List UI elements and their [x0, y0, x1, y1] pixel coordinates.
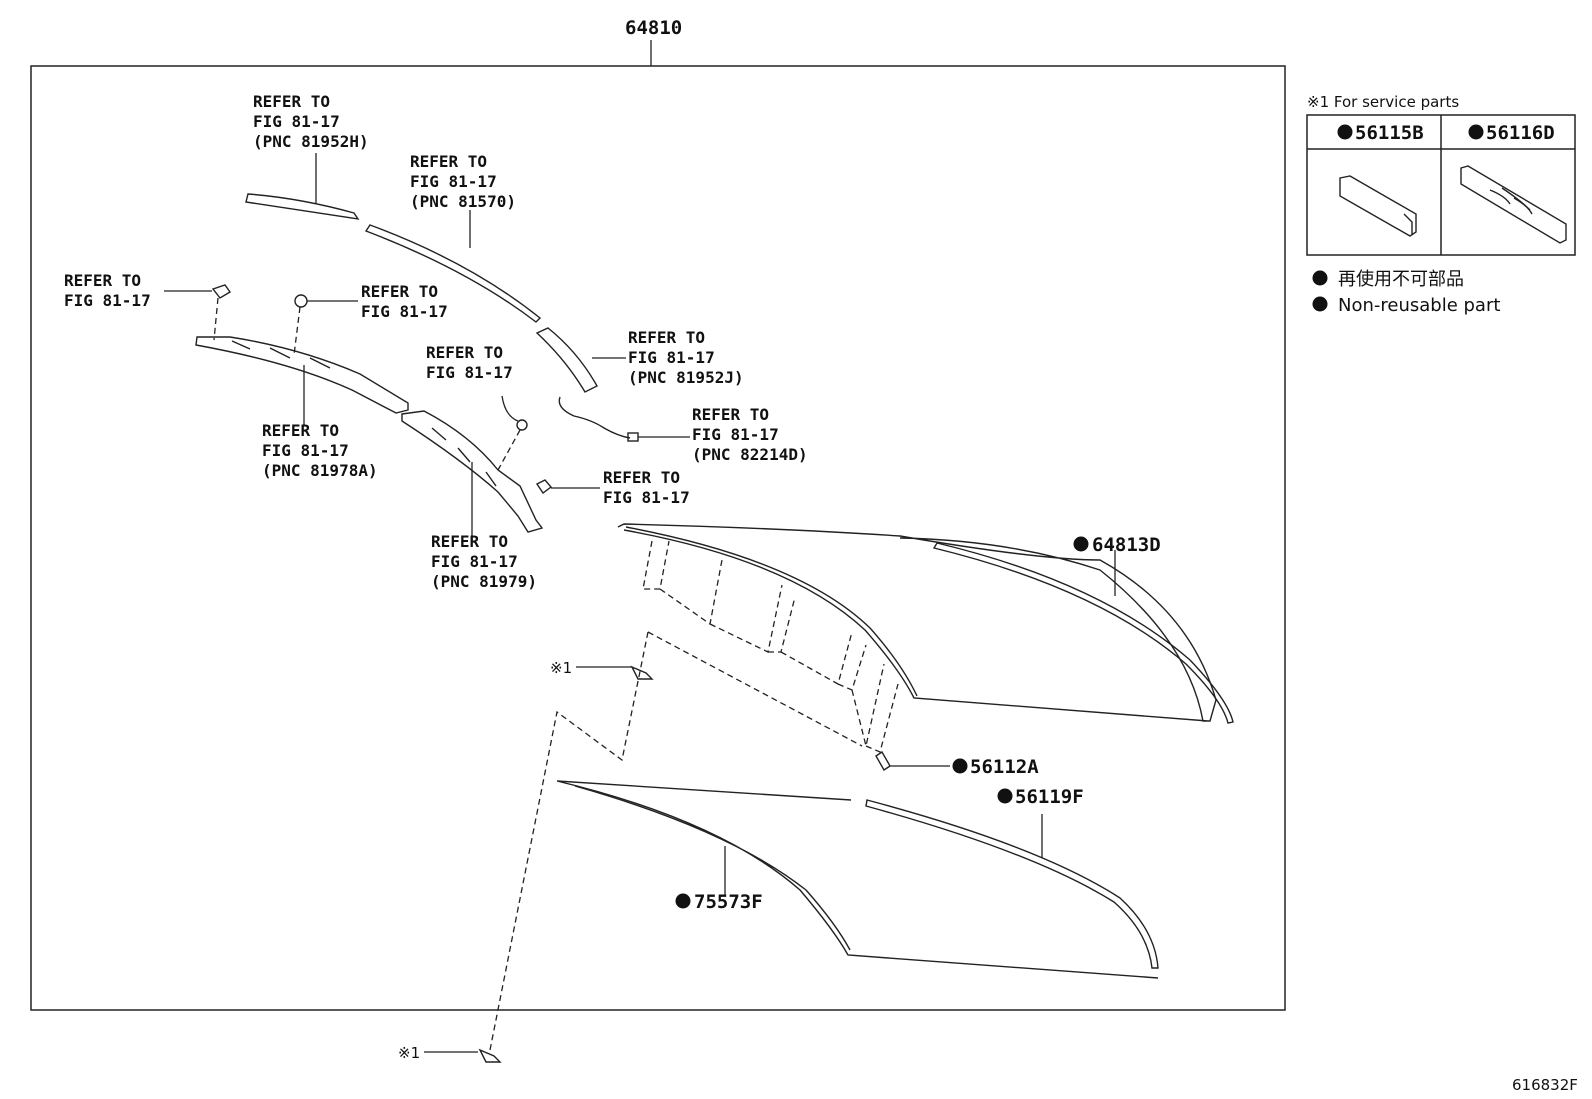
part-75573f-number: 75573F: [694, 891, 763, 913]
assembly-part-number[interactable]: 64810: [625, 17, 682, 39]
adhesive-dam-dashes: [642, 540, 899, 753]
callout-c7[interactable]: REFER TO FIG 81-17 (PNC 82214D): [692, 405, 808, 464]
part-64813d-number: 64813D: [1092, 534, 1161, 556]
callout-c9[interactable]: REFER TO FIG 81-17: [603, 468, 690, 507]
roof-molding-rear-piece: [535, 327, 598, 393]
roof-rail-bracket-rear: [401, 410, 544, 533]
callout-c1-line1: REFER TO: [253, 92, 330, 111]
callout-c2[interactable]: REFER TO FIG 81-17 (PNC 81570): [410, 152, 516, 211]
callout-c6-line2: FIG 81-17: [426, 363, 513, 382]
service-part-dash-upper: [489, 631, 649, 1051]
service-box-heading: ※1 For service parts: [1307, 93, 1459, 111]
non-reusable-dot-icon: [952, 758, 968, 774]
roof-rail-bracket-front: [195, 336, 409, 414]
service-part-56115b[interactable]: 56115B: [1337, 122, 1424, 144]
callout-c1-line2: FIG 81-17: [253, 112, 340, 131]
non-reusable-dot-icon: [675, 893, 691, 909]
main-frame: [30, 65, 1286, 1011]
callout-c2-line1: REFER TO: [410, 152, 487, 171]
back-window-lower: [556, 780, 1159, 979]
back-window-glass: [617, 523, 1217, 722]
service-part-56115b-number: 56115B: [1355, 122, 1424, 144]
part-label-64813d[interactable]: 64813D: [1073, 534, 1161, 556]
clip-left-dash: [213, 297, 219, 341]
roof-molding-front-piece: [245, 193, 360, 220]
non-reusable-dot-icon: [997, 788, 1013, 804]
part-label-75573f[interactable]: 75573F: [675, 891, 763, 913]
molding-56119f: [865, 799, 1159, 969]
callout-c3-line1: REFER TO: [64, 271, 141, 290]
non-reusable-dot-icon: [1073, 536, 1089, 552]
part-56112a-number: 56112A: [970, 756, 1039, 778]
callout-c5[interactable]: REFER TO FIG 81-17 (PNC 81952J): [628, 328, 744, 387]
callout-c1-line3: (PNC 81952H): [253, 132, 369, 151]
clip-lower: [535, 479, 553, 495]
glass-inner-outline: [625, 526, 918, 697]
non-reusable-dot-icon: [1312, 296, 1328, 312]
callout-c5-line2: FIG 81-17: [628, 348, 715, 367]
service-part-clip-upper: [630, 665, 654, 680]
spacer-56112a: [875, 751, 891, 771]
callout-c10-line3: (PNC 81979): [431, 572, 537, 591]
legend-english: Non-reusable part: [1338, 295, 1500, 316]
callout-c9-line1: REFER TO: [603, 468, 680, 487]
service-part-56115b-drawing: [1339, 175, 1417, 237]
clip-right-dash: [497, 429, 521, 471]
non-reusable-dot-icon: [1468, 124, 1484, 140]
non-reusable-dot-icon: [1312, 270, 1328, 286]
callout-c8-line1: REFER TO: [262, 421, 339, 440]
callout-c6-leader: [501, 395, 519, 422]
service-part-clip-lower: [478, 1048, 502, 1063]
clip-center-dash: [293, 306, 301, 356]
callout-c8-line2: FIG 81-17: [262, 441, 349, 460]
non-reusable-dot-icon: [1337, 124, 1353, 140]
callout-c4-line1: REFER TO: [361, 282, 438, 301]
callout-c7-line1: REFER TO: [692, 405, 769, 424]
service-part-56116d-number: 56116D: [1486, 122, 1555, 144]
callout-c1[interactable]: REFER TO FIG 81-17 (PNC 81952H): [253, 92, 369, 151]
clip-left: [211, 284, 232, 299]
callout-c10[interactable]: REFER TO FIG 81-17 (PNC 81979): [431, 532, 537, 591]
clip-right: [516, 419, 528, 431]
figure-code: 616832F: [1512, 1076, 1578, 1094]
callout-c4[interactable]: REFER TO FIG 81-17: [361, 282, 448, 321]
part-label-56119f[interactable]: 56119F: [997, 786, 1084, 808]
callout-c6-line1: REFER TO: [426, 343, 503, 362]
part-56119f-number: 56119F: [1015, 786, 1084, 808]
clip-center: [294, 294, 308, 308]
legend-japanese: 再使用不可部品: [1338, 269, 1464, 290]
roof-molding-center-piece: [364, 224, 542, 323]
molding-64813d: [932, 542, 1234, 724]
callout-c4-line2: FIG 81-17: [361, 302, 448, 321]
ref-mark-upper[interactable]: ※1: [550, 659, 572, 677]
callout-c5-line3: (PNC 81952J): [628, 368, 744, 387]
ref-mark-lower[interactable]: ※1: [398, 1044, 420, 1062]
callout-c5-line1: REFER TO: [628, 328, 705, 347]
callout-c10-line1: REFER TO: [431, 532, 508, 551]
part-label-56112a[interactable]: 56112A: [952, 756, 1040, 778]
callout-c10-line2: FIG 81-17: [431, 552, 518, 571]
callout-c6[interactable]: REFER TO FIG 81-17: [426, 343, 513, 382]
wire-harness: [558, 396, 631, 439]
legend: 再使用不可部品 Non-reusable part: [1312, 269, 1500, 316]
callout-c7-line2: FIG 81-17: [692, 425, 779, 444]
callout-c8[interactable]: REFER TO FIG 81-17 (PNC 81978A): [262, 421, 378, 480]
callout-c8-line3: (PNC 81978A): [262, 461, 378, 480]
callout-c9-line2: FIG 81-17: [603, 488, 690, 507]
callout-c7-line3: (PNC 82214D): [692, 445, 808, 464]
service-part-56116d[interactable]: 56116D: [1468, 122, 1555, 144]
callout-c3-line2: FIG 81-17: [64, 291, 151, 310]
callout-c2-line2: FIG 81-17: [410, 172, 497, 191]
callout-c2-line3: (PNC 81570): [410, 192, 516, 211]
harness-connector: [627, 432, 639, 442]
service-part-56116d-drawing: [1460, 165, 1567, 244]
callout-c3[interactable]: REFER TO FIG 81-17: [64, 271, 151, 310]
